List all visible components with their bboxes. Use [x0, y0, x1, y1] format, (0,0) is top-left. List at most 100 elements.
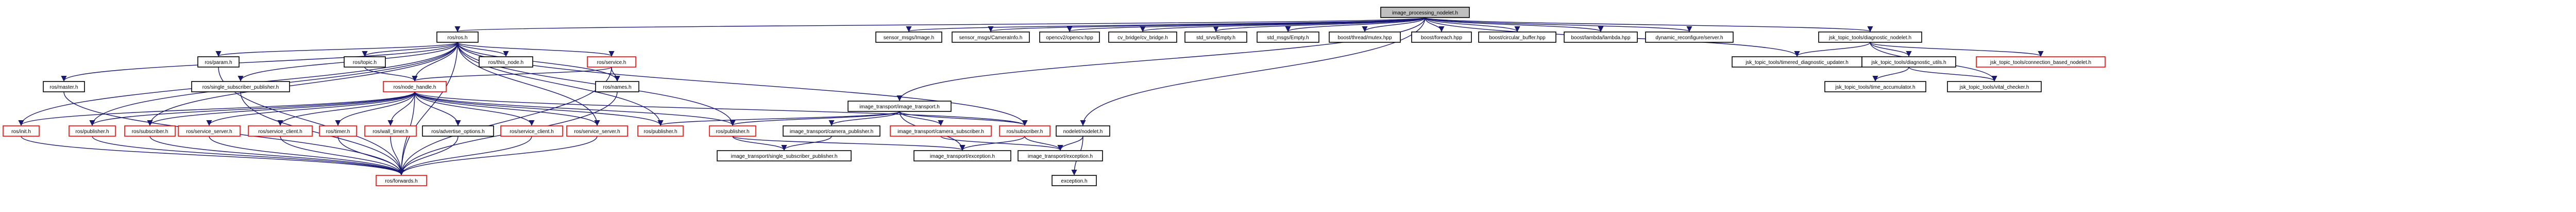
edge-ros_h-to-ros_publisher_b: [457, 42, 664, 126]
edge-jsk_diag_utils-to-jsk_time_acc: [1872, 67, 1909, 82]
graph-nodes: image_processing_nodelet.h ros/ros.h senso…: [3, 7, 2106, 186]
node-ros-param[interactable]: ros/param.h: [197, 56, 240, 68]
node-jsk-diag-utils[interactable]: jsk_topic_tools/diagnostic_utils.h: [1861, 56, 1956, 68]
edge-ros_subscriber-to-ros_forwards: [149, 136, 404, 176]
node-boost-circular[interactable]: boost/circular_buffer.hpp: [1478, 31, 1556, 43]
node-std-msgs-empty[interactable]: std_msgs/Empty.h: [1257, 31, 1319, 43]
node-box: [1976, 56, 2106, 68]
node-it-single-sub-pub[interactable]: image_transport/single_subscriber_publis…: [717, 150, 852, 161]
node-sensor-image[interactable]: sensor_msgs/Image.h: [875, 31, 942, 43]
node-label: opencv2/opencv.hpp: [1046, 35, 1093, 41]
node-box: [1818, 31, 1922, 43]
node-exception-h[interactable]: exception.h: [1052, 175, 1097, 186]
node-boost-mutex[interactable]: boost/thread/mutex.hpp: [1329, 31, 1401, 43]
edge-root-to-boost_mutex: [1362, 17, 1426, 32]
node-ros-publisher[interactable]: ros/publisher.h: [69, 125, 116, 137]
node-std-srvs-empty[interactable]: std_srvs/Empty.h: [1184, 31, 1247, 43]
node-it-publisher[interactable]: ros/publisher.h: [709, 125, 756, 137]
node-box: [383, 81, 447, 92]
edge-jsk_diag_nodelet-to-jsk_conn_nodelet: [1870, 42, 2044, 57]
node-ros-master[interactable]: ros/master.h: [43, 81, 85, 92]
node-ros-service-client-b[interactable]: ros/service_client.h: [500, 125, 563, 137]
edge-ros_h-to-ros_this_node: [457, 42, 509, 57]
node-label: boost/lambda/lambda.hpp: [1571, 35, 1631, 41]
edge-it_camera_publisher-to-it_single_sub_pub: [781, 136, 832, 151]
node-box: [364, 125, 417, 137]
edge-ros_node_handle-to-ros_subscriber: [147, 91, 415, 126]
node-sensor-caminfo[interactable]: sensor_msgs/CameraInfo.h: [952, 31, 1030, 43]
node-label: ros/service.h: [597, 60, 626, 66]
node-label: image_processing_nodelet.h: [1392, 10, 1458, 16]
node-it-subscriber[interactable]: ros/subscriber.h: [999, 125, 1050, 137]
node-label: jsk_topic_tools/connection_based_nodelet…: [1990, 60, 2091, 66]
node-opencv[interactable]: opencv2/opencv.hpp: [1039, 31, 1100, 43]
node-jsk-diag-nodelet[interactable]: jsk_topic_tools/diagnostic_nodelet.h: [1818, 31, 1922, 43]
node-jsk-time-acc[interactable]: jsk_topic_tools/time_accumulator.h: [1824, 81, 1926, 92]
edge-root-to-dyn_reconf: [1425, 17, 1692, 32]
node-label: ros/timer.h: [326, 129, 350, 135]
node-label: ros/subscriber.h: [1007, 129, 1043, 135]
edge-ros_node_handle-to-ros_wall_timer: [387, 91, 415, 126]
node-ros-service-server[interactable]: ros/service_server.h: [178, 125, 241, 137]
node-box: [1039, 31, 1100, 43]
node-ros-advertise-options[interactable]: ros/advertise_options.h: [422, 125, 494, 137]
node-label: ros/service_client.h: [258, 129, 302, 135]
node-ros-wall-timer[interactable]: ros/wall_timer.h: [364, 125, 417, 137]
node-ros-this-node[interactable]: ros/this_node.h: [479, 56, 533, 68]
node-jsk-vital[interactable]: jsk_topic_tools/vital_checker.h: [1947, 81, 2042, 92]
edge-ros_advertise_options-to-ros_forwards: [398, 136, 459, 176]
node-box: [587, 56, 636, 68]
node-it-exception-b[interactable]: image_transport/exception.h: [1018, 150, 1103, 161]
node-boost-lambda[interactable]: boost/lambda/lambda.hpp: [1564, 31, 1638, 43]
node-label: ros/node_handle.h: [394, 85, 436, 90]
node-it-exception[interactable]: image_transport/exception.h: [913, 150, 1011, 161]
node-box: [1018, 150, 1103, 161]
node-label: ros/param.h: [205, 60, 232, 66]
node-label: ros/this_node.h: [488, 60, 523, 66]
edge-nodelet_nodelet-to-it_exception_b: [1057, 136, 1083, 151]
node-ros-service[interactable]: ros/service.h: [587, 56, 636, 68]
node-label: ros/master.h: [49, 85, 78, 90]
edge-it_publisher-to-it_exception: [732, 136, 965, 151]
node-nodelet-nodelet[interactable]: nodelet/nodelet.h: [1056, 125, 1110, 137]
node-box: [319, 125, 357, 137]
node-ros-timer[interactable]: ros/timer.h: [319, 125, 357, 137]
node-ros-node-handle[interactable]: ros/node_handle.h: [383, 81, 447, 92]
node-ros-names[interactable]: ros/names.h: [595, 81, 639, 92]
edge-ros_h-to-ros_service_server_b: [457, 42, 600, 126]
edge-it_image_transport-to-it_camera_subscriber: [899, 111, 944, 126]
node-boost-foreach[interactable]: boost/foreach.hpp: [1411, 31, 1472, 43]
node-box: [1380, 7, 1470, 18]
node-box: [1184, 31, 1247, 43]
node-box: [1478, 31, 1556, 43]
node-dyn-reconf[interactable]: dynamic_reconfigure/server.h: [1645, 31, 1734, 43]
node-cv-bridge[interactable]: cv_bridge/cv_bridge.h: [1108, 31, 1177, 43]
node-box: [436, 31, 479, 43]
node-label: jsk_topic_tools/vital_checker.h: [1959, 85, 2029, 90]
node-box: [1329, 31, 1401, 43]
node-it-camera-subscriber[interactable]: image_transport/camera_subscriber.h: [890, 125, 992, 137]
edge-ros_node_handle-to-ros_init: [18, 91, 415, 126]
node-label: image_transport/exception.h: [1028, 154, 1093, 159]
edge-ros_node_handle-to-ros_service_server: [206, 91, 415, 126]
node-ros-topic[interactable]: ros/topic.h: [344, 56, 386, 68]
node-root[interactable]: image_processing_nodelet.h: [1380, 7, 1470, 18]
node-it-camera-publisher[interactable]: image_transport/camera_publisher.h: [783, 125, 880, 137]
node-it-image-transport[interactable]: image_transport/image_transport.h: [848, 101, 952, 112]
node-label: std_srvs/Empty.h: [1196, 35, 1235, 41]
node-jsk-conn-nodelet[interactable]: jsk_topic_tools/connection_based_nodelet…: [1976, 56, 2106, 68]
node-ros-h[interactable]: ros/ros.h: [436, 31, 479, 43]
node-label: sensor_msgs/CameraInfo.h: [959, 35, 1023, 41]
node-ros-service-client[interactable]: ros/service_client.h: [248, 125, 313, 137]
node-ros-service-server-b[interactable]: ros/service_server.h: [566, 125, 628, 137]
node-ros-init[interactable]: ros/init.h: [3, 125, 40, 137]
edge-it_subscriber-to-it_exception: [959, 136, 1025, 151]
node-box: [1056, 125, 1110, 137]
node-ros-publisher-b[interactable]: ros/publisher.h: [637, 125, 684, 137]
node-ros-forwards[interactable]: ros/forwards.h: [376, 175, 427, 186]
node-ros-single-sub-pub[interactable]: ros/single_subscriber_publisher.h: [191, 81, 290, 92]
node-ros-subscriber[interactable]: ros/subscriber.h: [124, 125, 176, 137]
edge-ros_node_handle-to-ros_timer: [335, 91, 415, 126]
node-jsk-timered[interactable]: jsk_topic_tools/timered_diagnostic_updat…: [1732, 56, 1862, 68]
node-label: ros/service_server.h: [574, 129, 620, 135]
